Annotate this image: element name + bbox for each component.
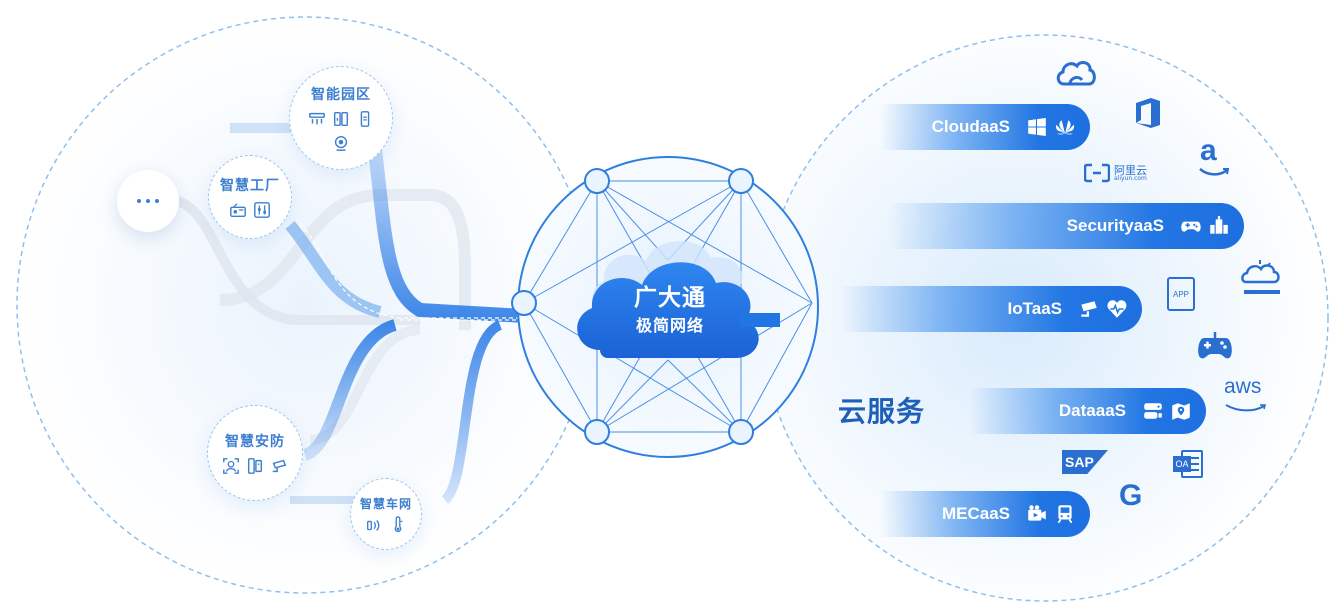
camera-dome-icon bbox=[309, 112, 325, 125]
scenario-title: 智慧车网 bbox=[359, 496, 412, 511]
gamepad-icon bbox=[1181, 221, 1201, 232]
aliyun-text: 阿里云 bbox=[1114, 163, 1147, 177]
face-scan-icon bbox=[223, 458, 239, 474]
huawei-icon bbox=[1055, 120, 1075, 135]
building-icon bbox=[1210, 216, 1228, 234]
aliyun-domain: aliyun.com bbox=[1114, 174, 1147, 182]
ibm-cloud-icon bbox=[1241, 260, 1280, 294]
more-scenarios-button[interactable] bbox=[117, 170, 179, 232]
gate-icon bbox=[333, 111, 349, 127]
service-securityaas[interactable]: SecurityaaS bbox=[888, 203, 1244, 249]
service-dataaas[interactable]: DataaaS bbox=[970, 388, 1206, 434]
amazon-logo: a bbox=[1200, 134, 1217, 167]
door-access-icon bbox=[247, 458, 263, 474]
aws-text: aws bbox=[1224, 375, 1262, 398]
scenario-smart-park[interactable]: 智能园区 bbox=[289, 66, 393, 170]
hub-title: 广大通 bbox=[634, 285, 706, 311]
game-controller-icon bbox=[1198, 332, 1232, 359]
sap-text: SAP bbox=[1065, 454, 1094, 470]
oa-text: OA bbox=[1175, 459, 1189, 469]
webcam-icon bbox=[334, 135, 348, 151]
service-label: MECaaS bbox=[941, 504, 1010, 523]
hub-subtitle: 极简网络 bbox=[635, 316, 704, 335]
google-logo: G bbox=[1119, 479, 1143, 512]
service-mecaas[interactable]: MECaaS bbox=[880, 491, 1090, 537]
thermometer-icon bbox=[394, 515, 403, 532]
cctv-icon bbox=[1081, 301, 1097, 317]
service-label: DataaaS bbox=[1058, 401, 1126, 420]
signal-icon bbox=[367, 519, 380, 531]
scenario-title: 智能园区 bbox=[311, 87, 371, 103]
service-iotaas[interactable]: IoTaaS bbox=[840, 286, 1142, 332]
heart-rate-icon bbox=[1107, 300, 1127, 318]
scenario-smart-vehicle-network[interactable]: 智慧车网 bbox=[350, 478, 422, 550]
service-label: SecurityaaS bbox=[1066, 216, 1164, 235]
app-label: APP bbox=[1172, 289, 1189, 299]
windows-icon bbox=[1028, 117, 1046, 137]
services-title: 云服务 bbox=[838, 395, 926, 428]
app-icon: APP bbox=[1167, 277, 1195, 311]
aliyun-logo: 阿里云 aliyun.com bbox=[1084, 163, 1147, 183]
aliyun-icon bbox=[1084, 163, 1110, 183]
more-dots-icon bbox=[137, 199, 141, 203]
cloud-icon bbox=[1056, 61, 1096, 86]
service-label: IoTaaS bbox=[1007, 299, 1062, 318]
oa-logo: OA bbox=[1173, 450, 1203, 478]
office-icon bbox=[1136, 98, 1160, 128]
scenario-title: 智慧安防 bbox=[225, 434, 285, 450]
aws-logo: aws bbox=[1224, 376, 1268, 417]
train-icon bbox=[1057, 505, 1073, 524]
amazon-smile-icon bbox=[1199, 168, 1230, 176]
scenario-smart-security[interactable]: 智慧安防 bbox=[207, 405, 303, 501]
video-icon bbox=[1028, 505, 1046, 521]
surveillance-camera-icon bbox=[272, 459, 287, 473]
control-panel-icon bbox=[254, 202, 270, 218]
scenario-smart-factory[interactable]: 智慧工厂 bbox=[208, 155, 292, 239]
map-pin-icon bbox=[1172, 403, 1190, 420]
aws-smile-icon bbox=[1225, 404, 1267, 412]
scenario-title: 智慧工厂 bbox=[220, 178, 280, 194]
server-icon bbox=[1144, 403, 1162, 419]
mesh-nodes bbox=[511, 168, 754, 445]
radio-device-icon bbox=[230, 203, 246, 218]
hub-cloud bbox=[577, 241, 759, 358]
service-cloudaas[interactable]: CloudaaS bbox=[880, 104, 1090, 150]
access-panel-icon bbox=[360, 111, 370, 127]
service-label: CloudaaS bbox=[931, 117, 1010, 136]
